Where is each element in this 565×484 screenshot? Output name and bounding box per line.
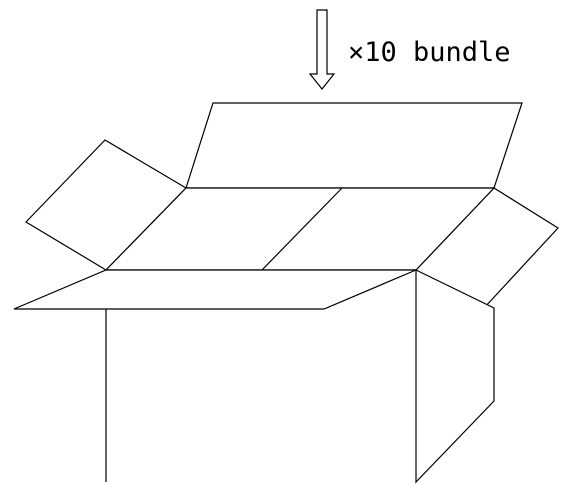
- inner-fold-line: [261, 187, 343, 271]
- back-flap: [185, 102, 523, 189]
- box-right-side: [415, 269, 495, 484]
- front-flap: [13, 269, 417, 310]
- bundle-count-label: ×10 bundle: [348, 37, 511, 68]
- down-arrow-icon: [308, 9, 336, 90]
